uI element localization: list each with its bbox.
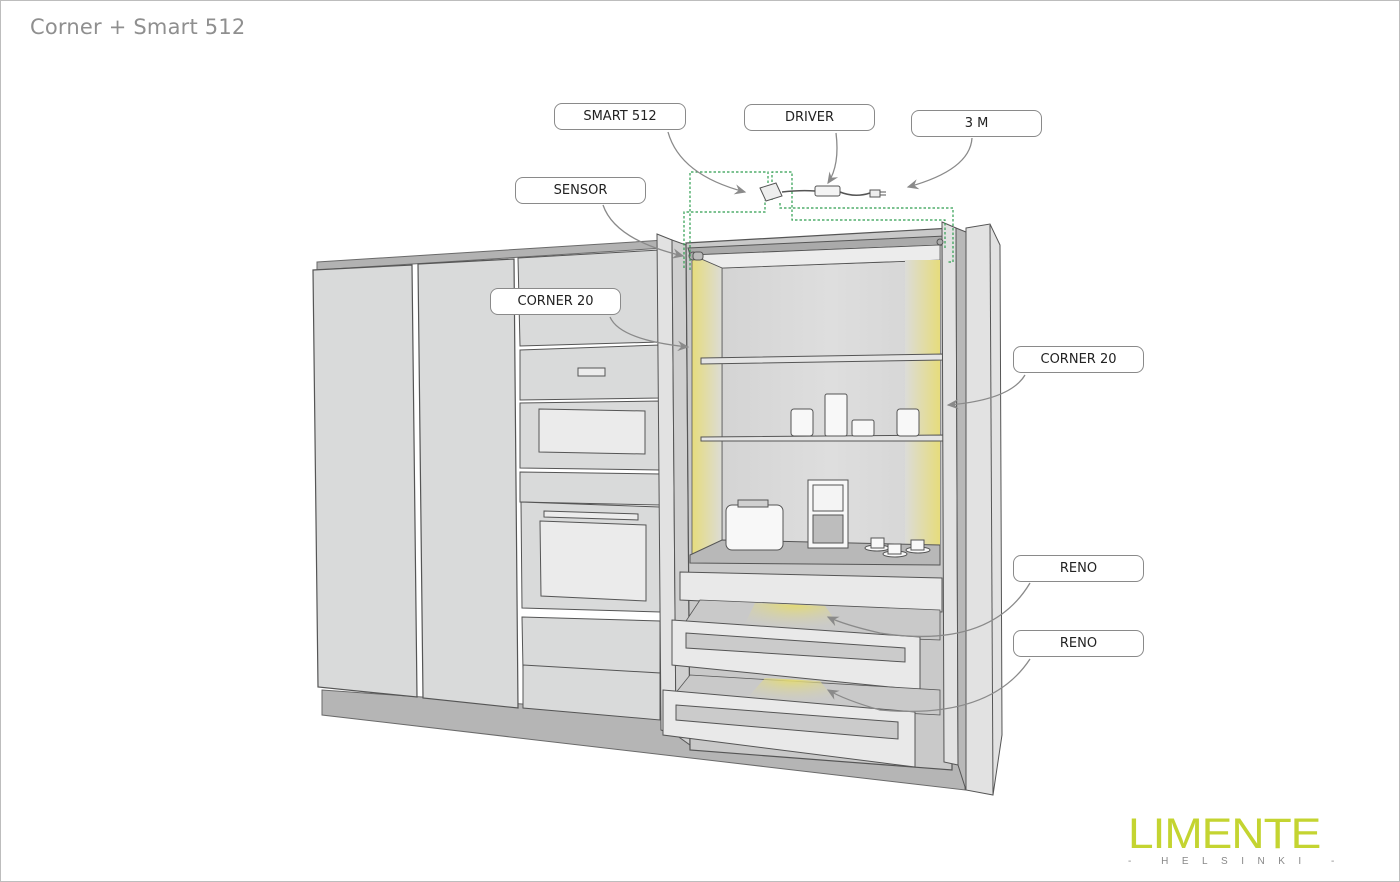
microwave-window <box>538 408 646 455</box>
limente-logo: LIMENTE - HELSINKI - <box>1128 812 1360 867</box>
left-tall-door-1 <box>312 264 418 698</box>
drawer-handle <box>577 367 606 377</box>
left-tall-door-2 <box>417 258 519 709</box>
jar <box>896 408 920 437</box>
jar <box>851 419 875 437</box>
led-glow-left <box>691 254 723 556</box>
page-title: Corner + Smart 512 <box>30 15 246 39</box>
pantry-interior <box>662 227 953 771</box>
smart512-device <box>759 182 783 202</box>
open-door-left <box>656 233 691 746</box>
open-door-right <box>941 221 1003 796</box>
cups <box>864 537 931 558</box>
jar <box>790 408 814 437</box>
callout-smart512: SMART 512 <box>554 103 686 130</box>
callout-3m: 3 M <box>911 110 1042 137</box>
wiring <box>683 171 954 270</box>
logo-brand: LIMENTE <box>1128 809 1321 858</box>
plug-icon <box>869 189 886 198</box>
toaster <box>725 504 784 551</box>
coffee-maker <box>807 479 849 549</box>
callout-corner20-left: CORNER 20 <box>490 288 621 315</box>
driver-device <box>814 185 841 197</box>
callout-sensor: SENSOR <box>515 177 646 204</box>
callout-reno-bottom: RENO <box>1013 630 1144 657</box>
callout-leaders <box>602 131 1031 713</box>
callout-reno-top: RENO <box>1013 555 1144 582</box>
callout-driver: DRIVER <box>744 104 875 131</box>
drawer-reno-bottom <box>662 674 941 768</box>
appliance-column <box>517 249 661 721</box>
jar <box>824 393 848 437</box>
callout-corner20-right: CORNER 20 <box>1013 346 1144 373</box>
oven-window <box>539 520 647 602</box>
logo-subtitle: - HELSINKI - <box>1128 856 1348 867</box>
led-glow-right <box>905 260 940 545</box>
drawer-reno-top <box>671 599 941 691</box>
